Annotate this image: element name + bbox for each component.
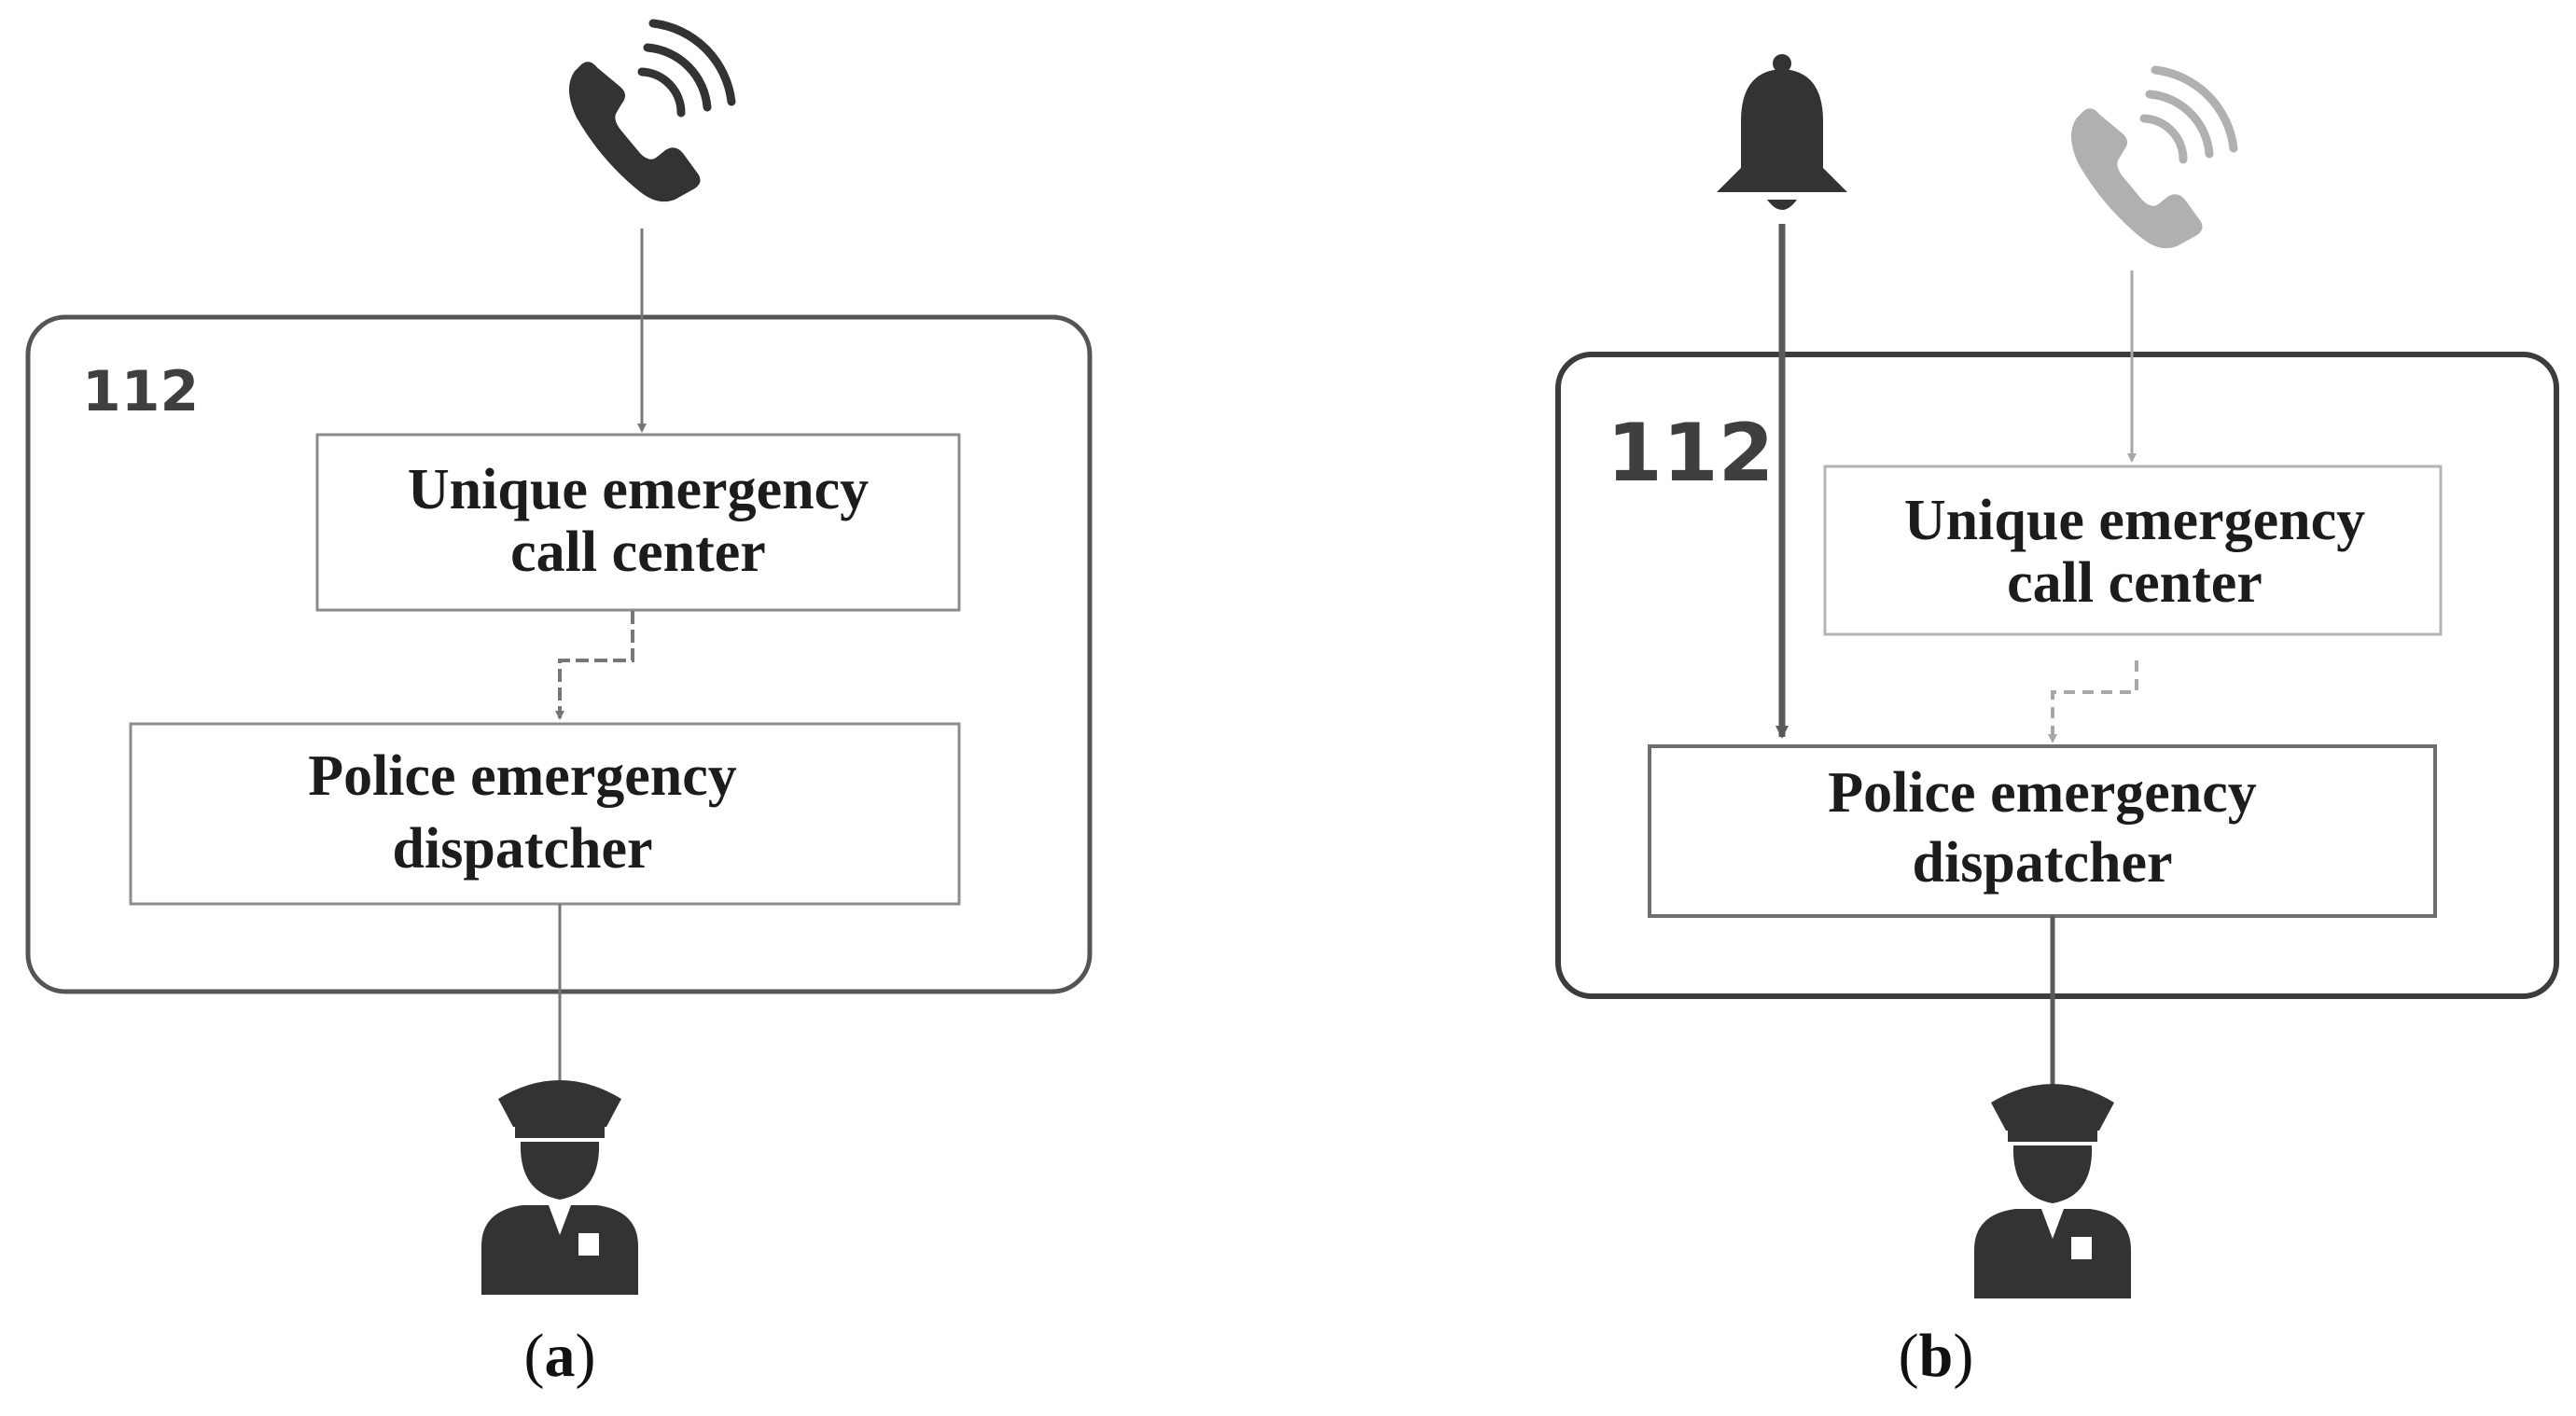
dispatcher-box: Police emergency dispatcher bbox=[1648, 744, 2437, 918]
dispatcher-label-line2: dispatcher bbox=[1913, 831, 2173, 895]
dispatcher-box: Police emergency dispatcher bbox=[129, 722, 961, 906]
call-center-label-line2: call center bbox=[2007, 551, 2263, 615]
phone-ringing-icon bbox=[569, 23, 731, 201]
police-officer-icon bbox=[481, 1080, 638, 1295]
dispatcher-label-line1: Police emergency bbox=[1828, 761, 2257, 825]
caption-a: (a) bbox=[524, 1322, 596, 1390]
call-center-label-line1: Unique emergency bbox=[408, 458, 869, 521]
badge bbox=[578, 1233, 599, 1256]
system-112-frame bbox=[1555, 352, 2559, 999]
badge bbox=[2071, 1237, 2092, 1259]
forward-arrow-faded bbox=[2048, 660, 2138, 743]
call-center-box: Unique emergency call center bbox=[1823, 465, 2443, 636]
phone-ringing-icon-faded bbox=[2071, 70, 2234, 248]
system-112-label: 112 bbox=[82, 359, 199, 424]
alarm-bell-icon bbox=[1717, 54, 1847, 210]
forward-arrow bbox=[555, 611, 634, 720]
call-center-label-line1: Unique emergency bbox=[1904, 489, 2365, 552]
dispatcher-label-line2: dispatcher bbox=[393, 817, 653, 881]
call-center-box: Unique emergency call center bbox=[315, 433, 961, 612]
panel-a: 112 Unique emergency call center Police … bbox=[25, 23, 1093, 1390]
dispatcher-label-line1: Police emergency bbox=[308, 744, 737, 808]
call-center-label-line2: call center bbox=[510, 521, 766, 584]
police-officer-icon bbox=[1974, 1084, 2131, 1298]
system-112-label: 112 bbox=[1607, 407, 1775, 500]
panel-b: 112 Unique emergency call center Police … bbox=[1555, 54, 2559, 1390]
caption-b: (b) bbox=[1899, 1322, 1974, 1390]
